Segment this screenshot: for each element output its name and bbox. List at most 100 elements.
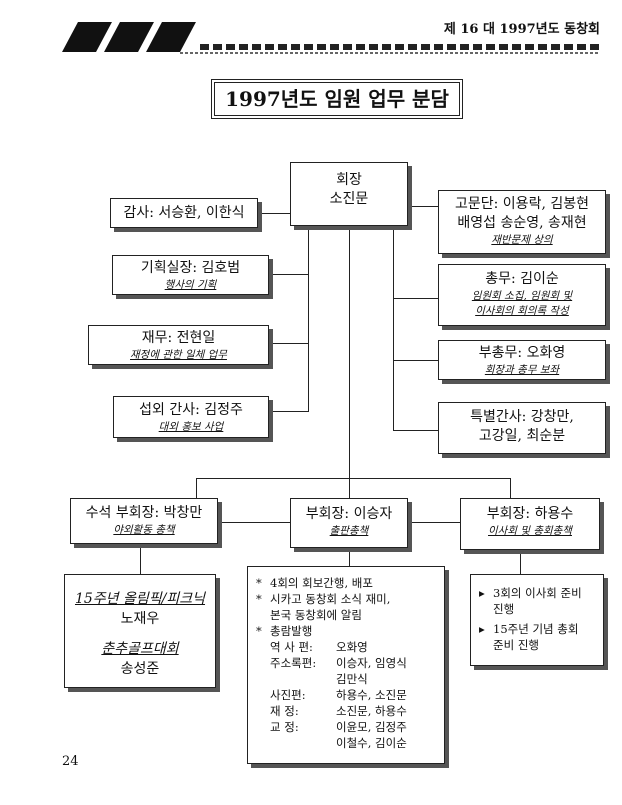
role-key: 교 정: (270, 720, 299, 734)
header-dot-line (180, 52, 600, 54)
outdoor-event-1: 15주년 올림픽/피크닉 (74, 591, 206, 607)
general-affairs-duty-2: 이사회의 회의록 작성 (475, 305, 569, 317)
page-title: 1997년도 임원 업무 분담 (211, 79, 463, 119)
senior-vp-duty: 야외활동 총책 (113, 524, 175, 536)
page-number: 24 (62, 754, 79, 769)
connector (196, 478, 197, 498)
planning-box: 기획실장: 김호범 행사의 기획 (112, 255, 269, 295)
header-bar-2 (104, 22, 154, 52)
bullet-marker: * (256, 576, 262, 590)
pr-auditor-text: 섭외 간사: 김정주 (139, 402, 243, 418)
publishing-item-2b: 본국 동창회에 알림 (270, 608, 362, 622)
vice-general-text: 부총무: 오화영 (478, 345, 566, 361)
connector (349, 548, 350, 566)
list-item: 역 사 편: 오화영 (270, 639, 436, 655)
vice-general-duty: 회장과 총무 보좌 (484, 364, 560, 376)
president-box: 회장 소진문 (290, 162, 408, 226)
outdoor-person-1: 노재우 (120, 611, 160, 627)
connector (393, 226, 394, 431)
header-bar-3 (146, 22, 196, 52)
connector (269, 343, 308, 344)
connector (408, 522, 460, 523)
role-value: 김만식 (336, 672, 368, 686)
list-item: * 총람발행 (256, 623, 436, 639)
list-item: 본국 동창회에 알림 (256, 607, 436, 623)
connector (258, 213, 290, 214)
role-key (270, 671, 336, 687)
general-affairs-duty-1: 임원회 소집, 임원회 및 (471, 290, 573, 302)
connector (269, 411, 308, 412)
pr-auditor-duty: 대외 홍보 사업 (158, 421, 224, 433)
bullet-marker: * (256, 624, 262, 638)
auditors-box: 감사: 서승환, 이한식 (110, 198, 258, 228)
connector (349, 226, 350, 510)
triangle-bullet-icon: ▸ (479, 622, 485, 636)
advisors-line1: 고문단: 이용락, 김봉현 (455, 196, 589, 212)
role-value: 이승자, 임영식 (336, 656, 407, 670)
connector (393, 430, 438, 431)
outdoor-box: 15주년 올림픽/피크닉 노재우 춘추골프대회 송성준 (64, 574, 216, 688)
role-key: 역 사 편: (270, 640, 313, 654)
role-key: 주소록편: (270, 656, 317, 670)
publishing-item-1: 4회의 회보간행, 배포 (270, 576, 373, 590)
connector (218, 522, 290, 523)
vp-publishing-box: 부회장: 이승자 출판총책 (290, 498, 408, 548)
connector (408, 206, 438, 207)
vp-board-box: 부회장: 하용수 이사회 및 총회총책 (460, 498, 600, 550)
finance-text: 재무: 전현일 (141, 330, 216, 346)
advisors-line2: 배영섭 송순영, 송재현 (457, 215, 587, 231)
publishing-item-3: 총람발행 (270, 624, 313, 638)
planning-text: 기획실장: 김호범 (140, 260, 241, 276)
outdoor-event-2: 춘추골프대회 (101, 641, 179, 657)
advisors-duty: 재반문제 상의 (491, 234, 553, 246)
connector (393, 298, 438, 299)
role-key: 재 정: (270, 704, 299, 718)
special-auditors-box: 특별간사: 강창만, 고강일, 최순분 (438, 402, 606, 454)
header-bar-1 (62, 22, 112, 52)
pr-auditor-box: 섭외 간사: 김정주 대외 홍보 사업 (113, 396, 269, 438)
special-auditors-line1: 특별간사: 강창만, (470, 409, 574, 425)
role-value: 오화영 (336, 640, 368, 654)
list-item: 이철수, 김이순 (270, 735, 436, 751)
general-affairs-box: 총무: 김이순 임원회 소집, 임원회 및 이사회의 회의록 작성 (438, 264, 606, 326)
finance-duty: 재정에 관한 일체 업무 (130, 349, 227, 361)
president-title: 회장 (336, 172, 362, 188)
special-auditors-line2: 고강일, 최순분 (478, 428, 566, 444)
board-item-2b: 준비 진행 (493, 638, 539, 652)
connector (308, 226, 309, 412)
auditors-text: 감사: 서승환, 이한식 (123, 205, 245, 221)
connector (269, 274, 308, 275)
connector (140, 544, 141, 574)
connector (520, 550, 521, 574)
planning-duty: 행사의 기획 (164, 279, 217, 291)
list-item: ▸3회의 이사회 준비 (479, 585, 597, 601)
vp-publishing-duty: 출판총책 (329, 525, 369, 537)
connector (510, 478, 511, 498)
publishing-rows: 역 사 편: 오화영 주소록편: 이승자, 임영식 김만식 사진편: 하용수, 소진문… (256, 639, 436, 751)
role-value: 이윤모, 김정주 (336, 720, 407, 734)
list-item: 진행 (479, 601, 597, 617)
running-title: 제 16 대 1997년도 동창회 (443, 22, 600, 37)
publishing-list-box: * 4회의 회보간행, 배포 * 시카고 동창회 소식 재미, 본국 동창회에 알림… (247, 566, 445, 764)
president-name: 소진문 (329, 191, 369, 207)
list-item: 사진편: 하용수, 소진문 (270, 687, 436, 703)
list-item: * 4회의 회보간행, 배포 (256, 575, 436, 591)
list-item: 김만식 (270, 671, 436, 687)
bullet-marker: * (256, 592, 262, 606)
role-value: 하용수, 소진문 (336, 688, 407, 702)
board-item-2a: 15주년 기념 총회 (493, 622, 579, 636)
page-title-text: 1997년도 임원 업무 분담 (225, 87, 449, 111)
list-item: * 시카고 동창회 소식 재미, (256, 591, 436, 607)
outdoor-person-2: 송성준 (120, 661, 160, 677)
role-key: 사진편: (270, 688, 306, 702)
board-list-box: ▸3회의 이사회 준비 진행 ▸ 15주년 기념 총회 준비 진행 (470, 574, 604, 666)
advisors-box: 고문단: 이용락, 김봉현 배영섭 송순영, 송재현 재반문제 상의 (438, 190, 606, 254)
publishing-item-2a: 시카고 동창회 소식 재미, (270, 592, 391, 606)
connector (393, 360, 438, 361)
finance-box: 재무: 전현일 재정에 관한 일체 업무 (88, 325, 269, 365)
vice-general-box: 부총무: 오화영 회장과 총무 보좌 (438, 340, 606, 380)
role-value: 이철수, 김이순 (336, 736, 407, 750)
role-key (270, 735, 336, 751)
list-item: 준비 진행 (479, 637, 597, 653)
senior-vp-box: 수석 부회장: 박창만 야외활동 총책 (70, 498, 218, 544)
